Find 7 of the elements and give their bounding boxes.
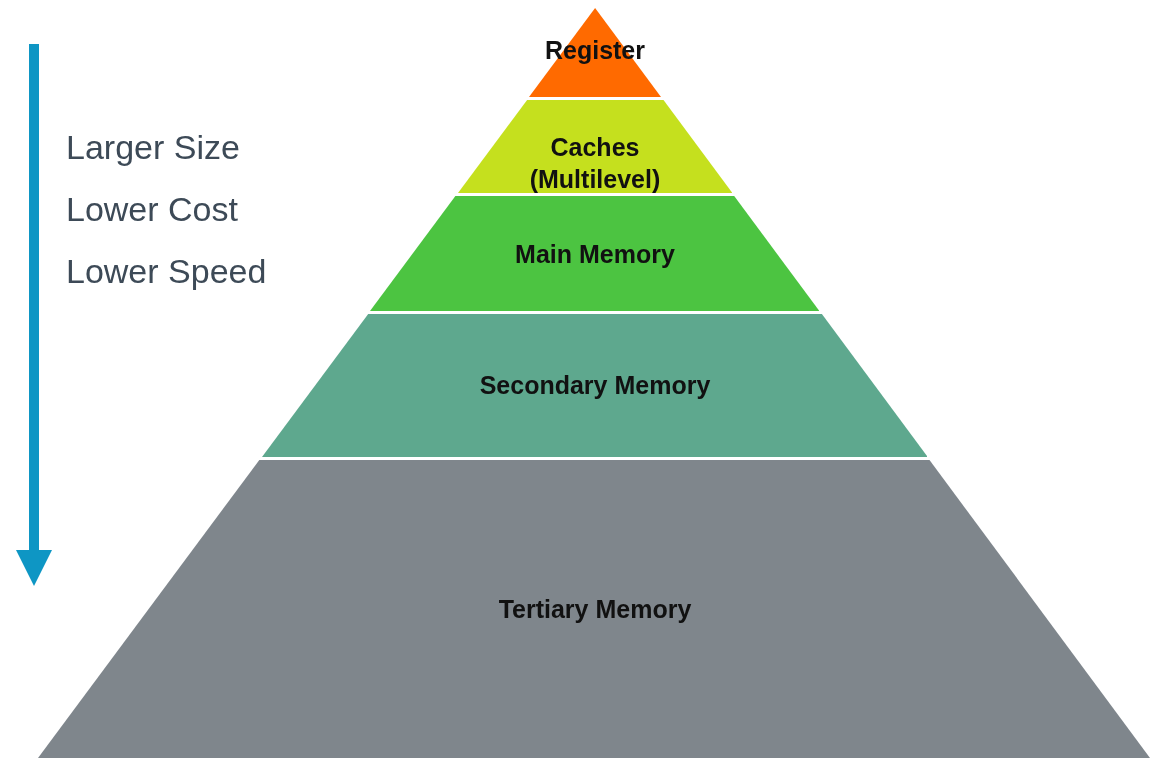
tier-label: Caches (Multilevel) xyxy=(528,131,662,195)
tier-label: Tertiary Memory xyxy=(497,593,693,625)
tier-label: Secondary Memory xyxy=(478,369,712,401)
note-text: Lower Cost xyxy=(66,190,238,229)
tier-label: Main Memory xyxy=(514,238,676,270)
note-text: Larger Size xyxy=(66,128,240,167)
note-text: Lower Speed xyxy=(66,252,267,291)
